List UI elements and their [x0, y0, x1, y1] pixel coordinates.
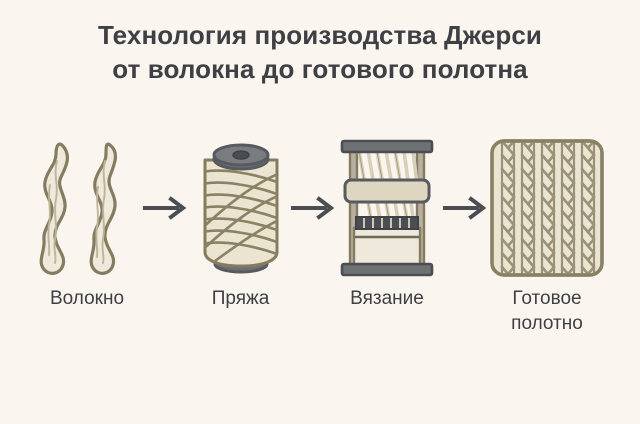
- arrow-right-icon-1: [143, 196, 187, 220]
- stage-yarn: [183, 128, 298, 288]
- stage-knitting: [328, 128, 446, 288]
- arrow-right-icon-2: [291, 196, 335, 220]
- page-title: Технология производства Джерси от волокн…: [0, 18, 640, 86]
- stage-label-yarn: Пряжа: [183, 286, 298, 311]
- stage-label-fabric-line1: Готовое: [512, 288, 582, 309]
- stage-label-fabric: Готовое полотно: [482, 286, 612, 336]
- stage-fiber: [22, 128, 152, 288]
- stage-label-fabric-line2: полотно: [511, 313, 583, 334]
- stage-label-fiber: Волокно: [22, 286, 152, 311]
- stage-label-fiber-line1: Волокно: [49, 288, 125, 309]
- fiber-strands-icon: [39, 142, 118, 275]
- stage-label-knitting-line1: Вязание: [350, 288, 424, 309]
- title-line-2: от волокна до готового полотна: [112, 54, 528, 84]
- title-line-1: Технология производства Джерси: [98, 20, 542, 50]
- knit-fabric-swatch-icon: [490, 139, 604, 277]
- yarn-spool-icon: [203, 143, 278, 274]
- stage-fabric: [482, 128, 612, 288]
- stage-label-yarn-line1: Пряжа: [211, 288, 270, 309]
- stage-label-knitting: Вязание: [328, 286, 446, 311]
- process-stages: [0, 128, 640, 288]
- knitting-machine-icon: [340, 139, 434, 277]
- stage-labels: Волокно Пряжа Вязание Готовое полотно: [0, 286, 640, 356]
- arrow-right-icon-3: [443, 196, 487, 220]
